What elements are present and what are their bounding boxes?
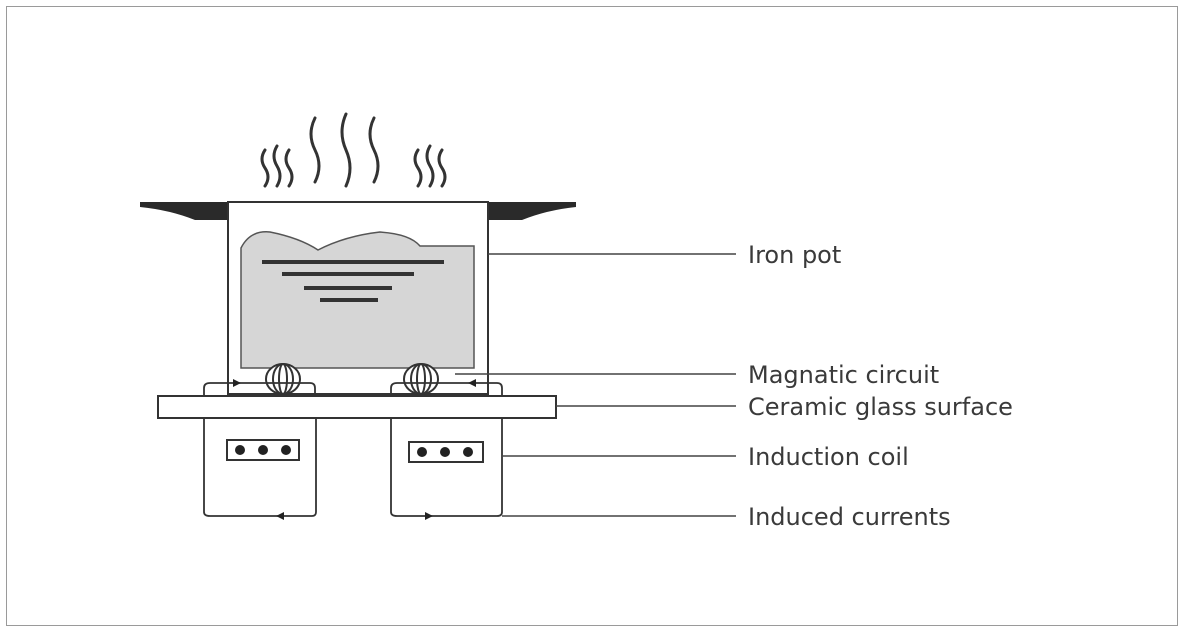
magnetic-loop-right [403,363,439,395]
steam-icon [260,112,447,188]
label-induced-currents: Induced currents [748,503,951,531]
coil-housing-left [203,382,317,517]
arrow-icons [233,379,476,520]
coil-housing-right [390,382,503,517]
leader-lines [455,253,736,517]
label-magnetic-circuit: Magnatic circuit [748,361,939,389]
magnetic-loop-left [265,363,301,395]
induction-coil-right [408,441,484,463]
label-induction-coil: Induction coil [748,443,909,471]
food-contents [240,231,475,369]
ceramic-glass-surface [157,395,557,419]
induction-coil-left [226,439,300,461]
pot-rim [140,202,576,220]
label-iron-pot: Iron pot [748,241,841,269]
label-ceramic-glass-surface: Ceramic glass surface [748,393,1013,421]
